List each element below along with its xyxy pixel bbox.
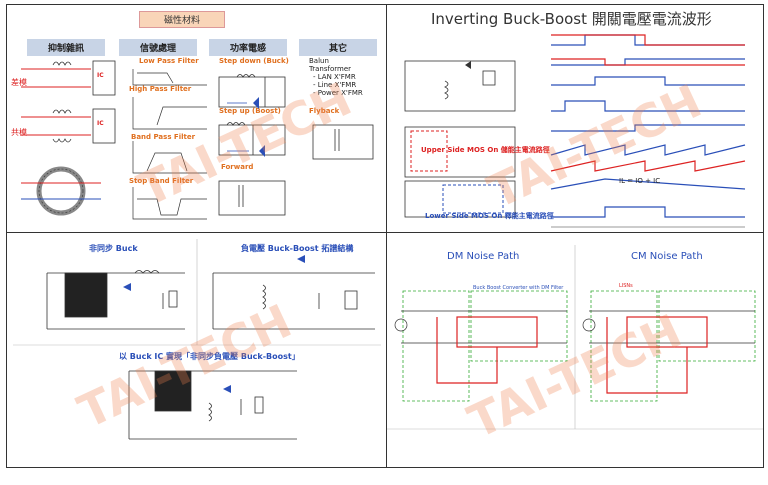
- bpf-label: Band Pass Filter: [131, 133, 196, 141]
- filter-response-plots: [132, 69, 207, 220]
- panel-title: 磁性材料: [139, 11, 226, 28]
- upper-mos-caption: Upper Side MOS On 儲能主電流路徑: [421, 146, 550, 154]
- noise-path-schematics: [387, 245, 763, 430]
- line-xfmr-label: - Line X'FMR: [313, 81, 357, 89]
- current-equation: IL = IO + IC: [619, 177, 661, 185]
- dm-noise-title: DM Noise Path: [447, 251, 520, 262]
- forward-label: Forward: [221, 163, 254, 171]
- sync-buck-title: 非同步 Buck: [89, 244, 138, 253]
- cm-label: 共模: [11, 128, 27, 137]
- category-other: 其它: [299, 39, 377, 56]
- power-xfmr-label: - Power X'FMR: [313, 89, 363, 97]
- lan-xfmr-label: - LAN X'FMR: [313, 73, 356, 81]
- noise-suppression-diagrams: IC IC: [21, 60, 116, 216]
- topology-schematics: [13, 239, 381, 440]
- lpf-label: Low Pass Filter: [139, 57, 199, 65]
- svg-text:IC: IC: [97, 120, 104, 127]
- buck-boost-topology-panel: 非同步 Buck 負電壓 Buck-Boost 拓譜結構 以 Buck IC 實…: [6, 232, 388, 468]
- category-signal: 信號處理: [119, 39, 197, 56]
- power-topology-sketches: [218, 74, 374, 216]
- inverting-buck-boost-panel: Inverting Buck-Boost 開關電壓電流波形 Upper Side…: [386, 4, 764, 234]
- transformer-label: Transformer: [309, 65, 352, 73]
- flyback-label: Flyback: [309, 107, 340, 115]
- noise-path-panel: DM Noise Path CM Noise Path Buck Boost C…: [386, 232, 764, 468]
- sbf-label: Stop Band Filter: [129, 177, 194, 185]
- category-power: 功率電感: [209, 39, 287, 56]
- dm-label: 差模: [11, 78, 27, 87]
- svg-text:IC: IC: [97, 72, 104, 79]
- magnetic-materials-panel: 磁性材料 抑制雜訊 信號處理 功率電感 其它 差模 共模 IC IC Low P…: [6, 4, 388, 234]
- cm-noise-title: CM Noise Path: [631, 251, 703, 262]
- buck-ic-title: 以 Buck IC 實現「非同步負電壓 Buck-Boost」: [119, 352, 300, 361]
- neg-bb-title: 負電壓 Buck-Boost 拓譜結構: [241, 244, 354, 253]
- buck-boost-schematics: [404, 60, 516, 218]
- lisn-label: LISNs: [619, 283, 633, 289]
- category-noise: 抑制雜訊: [27, 39, 105, 56]
- buck-label: Step down (Buck): [219, 57, 289, 65]
- boost-label: Step up (Boost): [219, 107, 281, 115]
- switching-waveforms: [550, 34, 746, 228]
- panel-title: Inverting Buck-Boost 開關電壓電流波形: [431, 10, 712, 28]
- dm-box-label: Buck Boost Converter with DM Filter: [473, 285, 564, 291]
- lower-mos-caption: Lower Side MOS On 釋能主電流路徑: [425, 212, 554, 220]
- hpf-label: High Pass Filter: [129, 85, 192, 93]
- balun-label: Balun: [309, 57, 329, 65]
